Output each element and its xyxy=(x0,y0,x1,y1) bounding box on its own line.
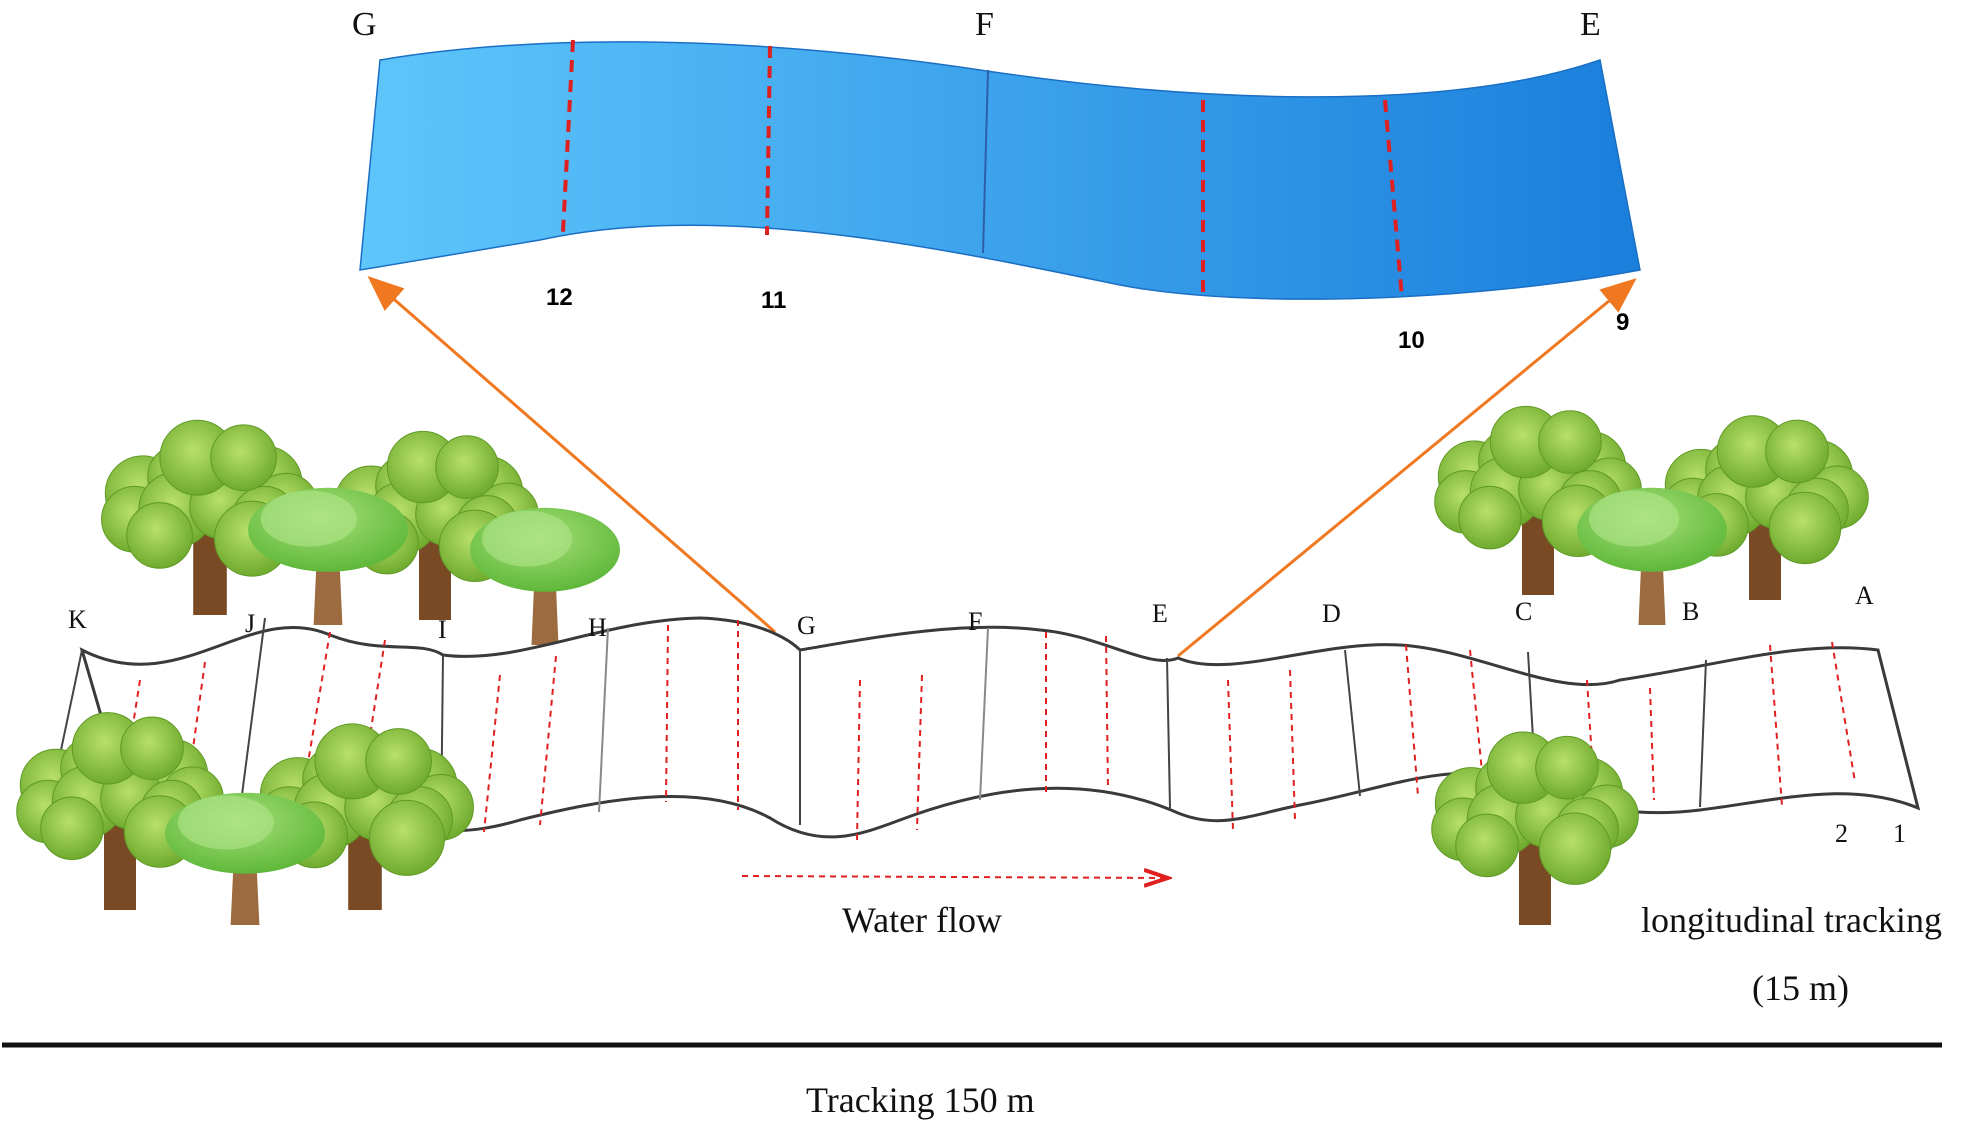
dashed-section-11 xyxy=(765,45,772,236)
river-label-h: H xyxy=(588,613,607,642)
river-outline xyxy=(79,616,1921,839)
river-label-d: D xyxy=(1322,599,1341,628)
river-label-e: E xyxy=(1152,599,1168,628)
dashed-section-10 xyxy=(1383,99,1404,299)
zoom-label-e: E xyxy=(1580,6,1601,43)
river-label-k: K xyxy=(68,605,87,634)
point-label-9: 9 xyxy=(1616,309,1629,336)
bush-icon xyxy=(470,507,620,645)
river-label-i: I xyxy=(438,615,447,644)
bush-icon xyxy=(248,487,408,625)
dashed-section-12 xyxy=(561,39,575,233)
connector-arrow-right xyxy=(1177,278,1637,658)
river-strip: K J I H G F E D C B A 2 1 xyxy=(47,581,1921,848)
river-label-f: F xyxy=(968,607,982,636)
tree-icon xyxy=(1431,731,1639,925)
point-label-10: 10 xyxy=(1398,327,1425,354)
side-label-line1: longitudinal tracking xyxy=(1641,900,1942,940)
river-label-b: B xyxy=(1682,597,1699,626)
connector-arrow-left xyxy=(367,276,776,634)
river-label-c: C xyxy=(1515,597,1532,626)
trees-front xyxy=(16,712,1639,925)
tree-icon xyxy=(256,723,474,910)
bush-icon xyxy=(165,792,325,925)
river-point-label-1: 1 xyxy=(1893,819,1906,848)
river-label-g: G xyxy=(797,611,816,640)
zoomed-reach: G F E 12 11 10 9 xyxy=(352,6,1641,354)
zoom-label-f: F xyxy=(975,6,994,43)
side-label-line2: (15 m) xyxy=(1752,968,1849,1008)
river-label-a: A xyxy=(1855,581,1874,610)
zoom-label-g: G xyxy=(352,6,377,43)
point-label-11: 11 xyxy=(761,287,786,314)
river-label-j: J xyxy=(245,609,255,638)
zoomed-dashed-sections xyxy=(561,39,1404,299)
zoomed-water-ribbon xyxy=(359,41,1641,300)
trees-back xyxy=(101,405,1869,645)
bush-icon xyxy=(1577,487,1727,625)
flow-arrow xyxy=(741,876,1168,878)
zoomed-section-line-f xyxy=(982,69,989,254)
river-point-label-2: 2 xyxy=(1835,819,1848,848)
flow-label: Water flow xyxy=(842,900,1002,940)
bottom-label: Tracking 150 m xyxy=(806,1080,1035,1120)
point-label-12: 12 xyxy=(546,284,573,311)
